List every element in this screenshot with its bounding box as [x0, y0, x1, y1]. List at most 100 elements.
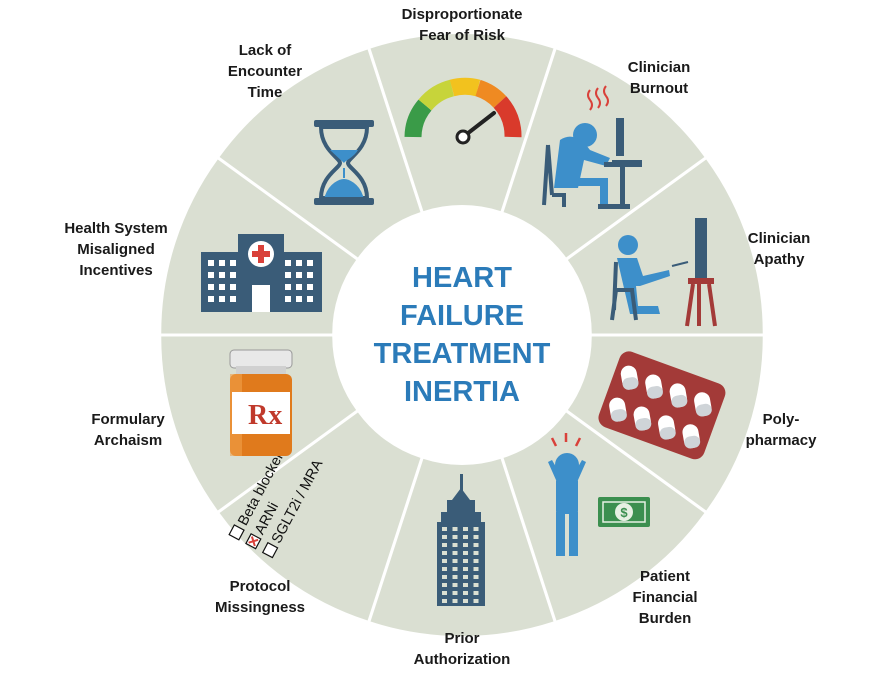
window — [219, 272, 225, 278]
window — [473, 535, 479, 539]
sector-burnout — [503, 49, 705, 258]
checkbox — [261, 541, 279, 559]
label-clinician-apathy: Clinician Apathy — [747, 230, 811, 268]
wheel-title: HEART FAILURE TREATMENT INERTIA — [373, 262, 551, 408]
window — [285, 284, 291, 290]
window — [307, 284, 313, 290]
burnout-person-icon — [542, 85, 642, 209]
window — [442, 535, 447, 539]
window — [285, 272, 291, 278]
label-protocol-missingness: Protocol Missingness — [214, 578, 306, 616]
window — [230, 272, 236, 278]
window — [296, 272, 302, 278]
center-circle — [337, 210, 587, 460]
window — [473, 559, 479, 563]
window — [463, 591, 468, 595]
pill — [645, 374, 663, 399]
window — [285, 260, 291, 266]
checkbox — [228, 524, 245, 541]
window — [442, 575, 447, 579]
label-clinician-burnout: Clinician Burnout — [627, 59, 691, 97]
sector-protocol — [219, 412, 421, 621]
window — [452, 591, 458, 595]
pill — [658, 415, 676, 440]
window — [442, 551, 447, 555]
pill — [609, 397, 627, 422]
window — [463, 583, 468, 587]
window — [230, 260, 236, 266]
window — [463, 535, 468, 539]
label-polypharmacy: Poly- pharmacy — [745, 411, 817, 449]
window — [296, 260, 302, 266]
window — [463, 551, 468, 555]
pill — [633, 406, 652, 431]
window — [452, 551, 458, 555]
window — [219, 296, 225, 302]
window — [208, 296, 214, 302]
window — [463, 543, 468, 547]
window — [473, 567, 479, 571]
label-fear-of-risk: Disproportionate Fear of Risk — [401, 6, 523, 44]
rx-symbol: Rx — [248, 400, 282, 431]
window — [452, 567, 458, 571]
window — [473, 575, 479, 579]
window — [296, 284, 302, 290]
window — [463, 567, 468, 571]
window — [463, 575, 468, 579]
skyscraper-icon — [437, 474, 485, 606]
window — [463, 599, 468, 603]
label-patient-financial-burden: Patient Financial Burden — [632, 568, 698, 627]
window — [452, 599, 458, 603]
pill — [694, 392, 712, 417]
window — [473, 591, 479, 595]
window — [307, 296, 313, 302]
stressed-person-money-icon: $ — [548, 433, 650, 556]
window — [473, 583, 479, 587]
window — [473, 543, 479, 547]
label-health-system-incentives: Health System Misaligned Incentives — [64, 220, 168, 279]
window — [442, 583, 447, 587]
window — [442, 543, 447, 547]
window — [442, 599, 447, 603]
window — [230, 284, 236, 290]
window — [473, 551, 479, 555]
window — [452, 535, 458, 539]
window — [208, 260, 214, 266]
window — [208, 284, 214, 290]
window — [463, 559, 468, 563]
pill-blister-pack-icon — [598, 351, 726, 460]
pill — [669, 383, 688, 408]
window — [307, 260, 313, 266]
sector-time — [219, 49, 421, 258]
hourglass-icon — [314, 120, 374, 205]
gauge-icon — [404, 77, 522, 145]
window — [219, 260, 225, 266]
window — [452, 543, 458, 547]
window — [452, 559, 458, 563]
window — [285, 296, 291, 302]
window — [219, 284, 225, 290]
window — [452, 575, 458, 579]
prescription-bottle-icon: Rx — [229, 349, 293, 456]
label-lack-of-encounter-time: Lack of Encounter Time — [227, 42, 303, 101]
window — [473, 527, 479, 531]
svg-text:$: $ — [620, 505, 628, 520]
window — [208, 272, 214, 278]
window — [296, 296, 302, 302]
label-formulary-archaism: Formulary Archaism — [91, 411, 165, 449]
apathy-person-icon — [610, 218, 717, 327]
window — [307, 272, 313, 278]
label-prior-authorization: Prior Authorization — [413, 630, 511, 668]
check-mark — [248, 536, 259, 547]
pill — [620, 365, 639, 390]
window — [442, 559, 447, 563]
window — [473, 599, 479, 603]
window — [442, 591, 447, 595]
window — [442, 527, 447, 531]
window — [463, 527, 468, 531]
window — [230, 296, 236, 302]
sector-fear — [370, 33, 554, 212]
window — [442, 567, 447, 571]
window — [452, 583, 458, 587]
